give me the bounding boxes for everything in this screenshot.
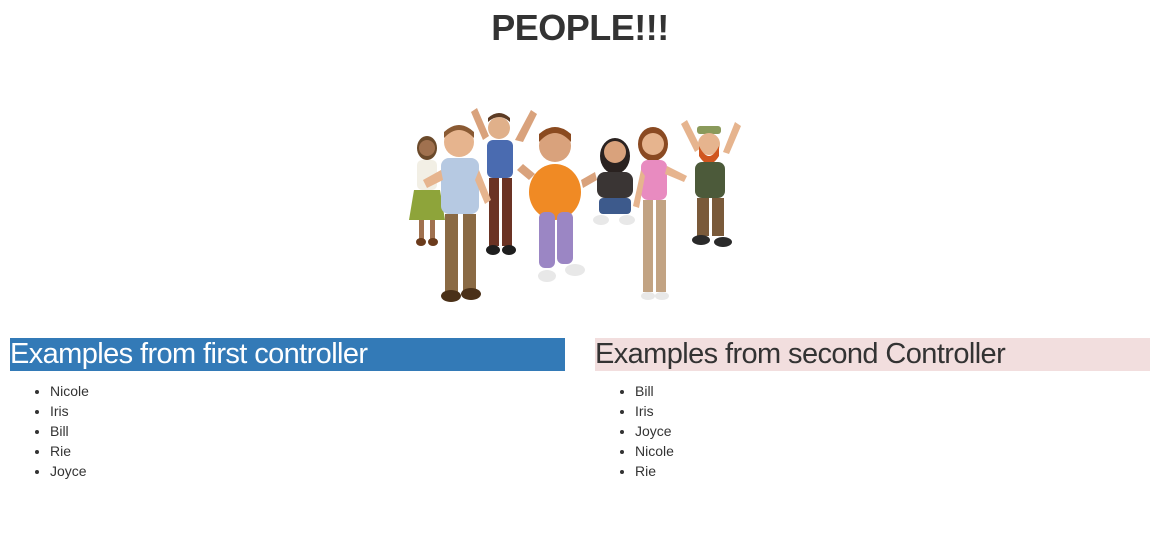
- person-man-light-blue-shirt: [423, 125, 491, 302]
- page-title: PEOPLE!!!: [491, 7, 669, 48]
- list-item: Nicole: [50, 381, 565, 401]
- list-item: Bill: [50, 421, 565, 441]
- list-item: Joyce: [50, 461, 565, 481]
- second-controller-section: Examples from second Controller Bill Iri…: [595, 338, 1150, 481]
- first-controller-heading: Examples from first controller: [10, 338, 565, 371]
- first-controller-list: Nicole Iris Bill Rie Joyce: [10, 381, 565, 481]
- list-item: Joyce: [635, 421, 1150, 441]
- second-controller-heading: Examples from second Controller: [595, 338, 1150, 371]
- list-item: Nicole: [635, 441, 1150, 461]
- person-man-glasses-raised-arms: [471, 108, 537, 255]
- second-controller-list: Bill Iris Joyce Nicole Rie: [595, 381, 1150, 481]
- person-bearded-man: [593, 138, 635, 225]
- person-boy-orange-shirt: [517, 127, 597, 282]
- list-item: Bill: [635, 381, 1150, 401]
- people-group-illustration: [409, 108, 741, 302]
- list-item: Rie: [50, 441, 565, 461]
- person-red-bearded-man: [681, 120, 741, 247]
- person-girl-green-dress: [409, 136, 445, 246]
- list-item: Iris: [50, 401, 565, 421]
- list-item: Iris: [635, 401, 1150, 421]
- list-item: Rie: [635, 461, 1150, 481]
- first-controller-section: Examples from first controller Nicole Ir…: [10, 338, 565, 481]
- person-woman-pink-top: [633, 127, 687, 300]
